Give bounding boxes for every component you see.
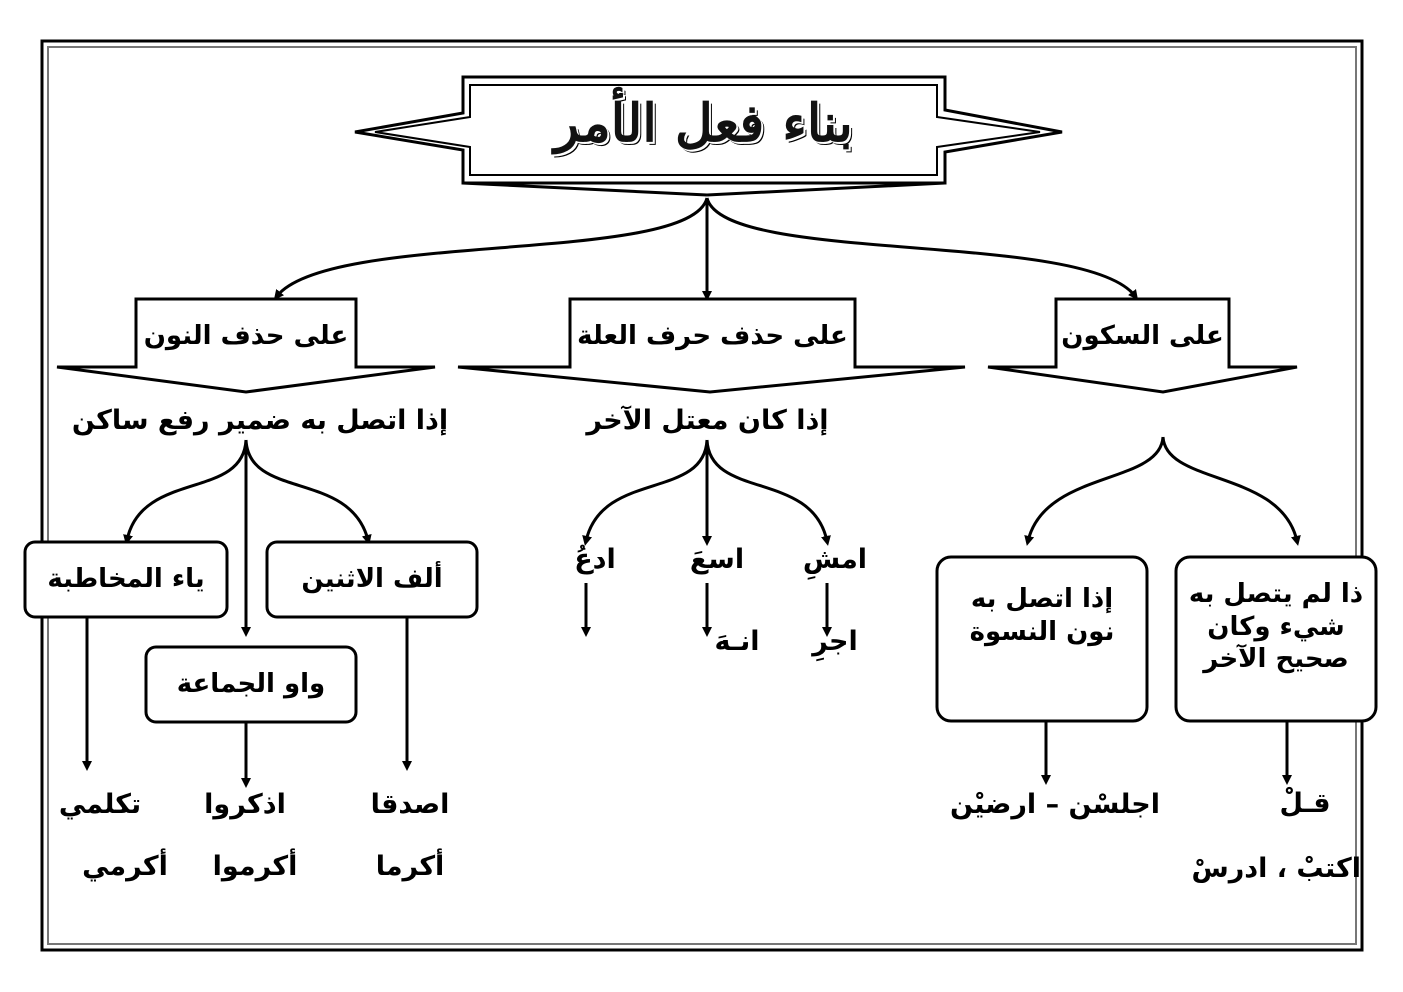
example-ya-2: أكرمي <box>82 851 168 882</box>
example-illa-5: ادعُ <box>574 544 616 575</box>
nun-connectors <box>82 439 412 788</box>
title-banner-inner <box>374 84 1041 176</box>
pronoun-box-waw <box>144 645 358 724</box>
pronoun-box-ya <box>23 540 229 619</box>
heading-sukun: على السكون <box>1061 321 1224 351</box>
example-waw-1: اذكروا <box>204 789 286 820</box>
example-illa-4: انـهَ <box>714 626 760 657</box>
example-alif-1: اصدقا <box>370 789 450 820</box>
example-illa-3: اسعَ <box>689 544 745 575</box>
heading-shape-illa <box>457 297 966 394</box>
sukun-connectors <box>1024 436 1301 785</box>
page-frame-outer <box>40 39 1364 952</box>
illa-connectors <box>581 439 832 637</box>
condition-nun: إذا اتصل به ضمير رفع ساكن <box>71 405 449 436</box>
pronoun-waw: واو الجماعة <box>176 669 326 699</box>
example-sukun-2: اكتبْ ، ادرسْ <box>1191 853 1361 884</box>
example-sukun-nun: اجلسْن – ارضيْن <box>949 789 1160 820</box>
example-sukun-1: قـلْ <box>1279 788 1331 819</box>
heading-shape-nun <box>56 297 436 394</box>
case-not-attached: ذا لم يتصل به شيء وكان صحيح الآخر <box>1188 579 1364 674</box>
heading-shape-sukun <box>987 297 1298 394</box>
example-waw-2: أكرموا <box>212 851 298 882</box>
pronoun-ya: ياء المخاطبة <box>47 564 205 594</box>
case-box-attached-nun <box>935 555 1149 723</box>
condition-illa: إذا كان معتل الآخر <box>586 405 829 436</box>
page-frame-inner <box>47 46 1357 945</box>
diagram-title: بناء فعل الأمر <box>554 93 853 154</box>
pronoun-alif: ألف الاثنين <box>301 564 443 594</box>
example-illa-2: اجرِ <box>812 626 858 657</box>
example-alif-2: أكرما <box>375 851 445 882</box>
case-attached-nun: إذا اتصل به نون النسوة <box>969 584 1115 647</box>
heading-nun: على حذف النون <box>143 321 349 351</box>
case-box-not-attached <box>1174 555 1378 723</box>
heading-illa: على حذف حرف العلة <box>577 321 848 351</box>
example-ya-1: تكلمي <box>58 789 142 820</box>
title-connectors <box>273 197 1139 301</box>
pronoun-box-alif <box>265 540 479 619</box>
example-illa-1: امشِ <box>802 544 868 575</box>
